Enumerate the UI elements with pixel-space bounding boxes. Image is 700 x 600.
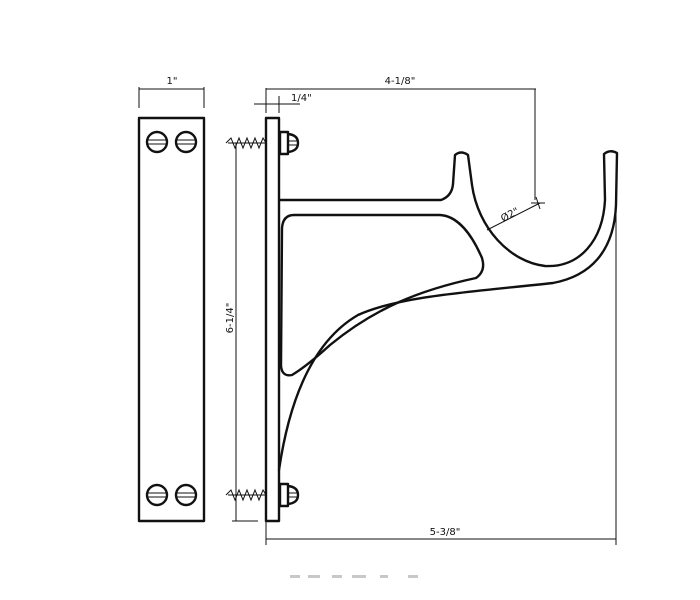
height-label: 6-1/4"	[225, 303, 236, 334]
plate-width-label: 1"	[167, 76, 178, 87]
plate-thickness-dimension: 1/4"	[254, 93, 312, 113]
cup-diameter-label: Ø2"	[499, 205, 521, 224]
screw-head-top-right	[174, 130, 198, 154]
plate-width-dimension: 1"	[138, 76, 205, 108]
screw-side-top	[225, 130, 300, 156]
back-plate-side	[264, 116, 281, 523]
height-dimension: 6-1/4"	[225, 142, 258, 522]
plate-thickness-label: 1/4"	[291, 93, 312, 104]
screw-head-bottom-right	[174, 483, 198, 507]
side-view-bracket: 1/4" 4-1/8" Ø2" 6-1/4" 5-3/8	[225, 76, 619, 545]
mounting-plate-outline	[137, 116, 206, 523]
screw-side-bottom	[225, 482, 300, 508]
cropped-text-fragment	[290, 575, 418, 578]
front-view-plate: 1"	[137, 76, 206, 523]
screw-head-bottom-left	[145, 483, 169, 507]
projection-label: 4-1/8"	[385, 76, 416, 87]
cup-diameter-callout: Ø2"	[486, 196, 545, 231]
bracket-inner-cutout	[279, 213, 485, 377]
depth-label: 5-3/8"	[430, 527, 461, 538]
projection-dimension: 4-1/8"	[265, 76, 536, 200]
bracket-outer-profile	[277, 150, 619, 472]
depth-dimension: 5-3/8"	[265, 205, 617, 545]
screw-head-top-left	[145, 130, 169, 154]
